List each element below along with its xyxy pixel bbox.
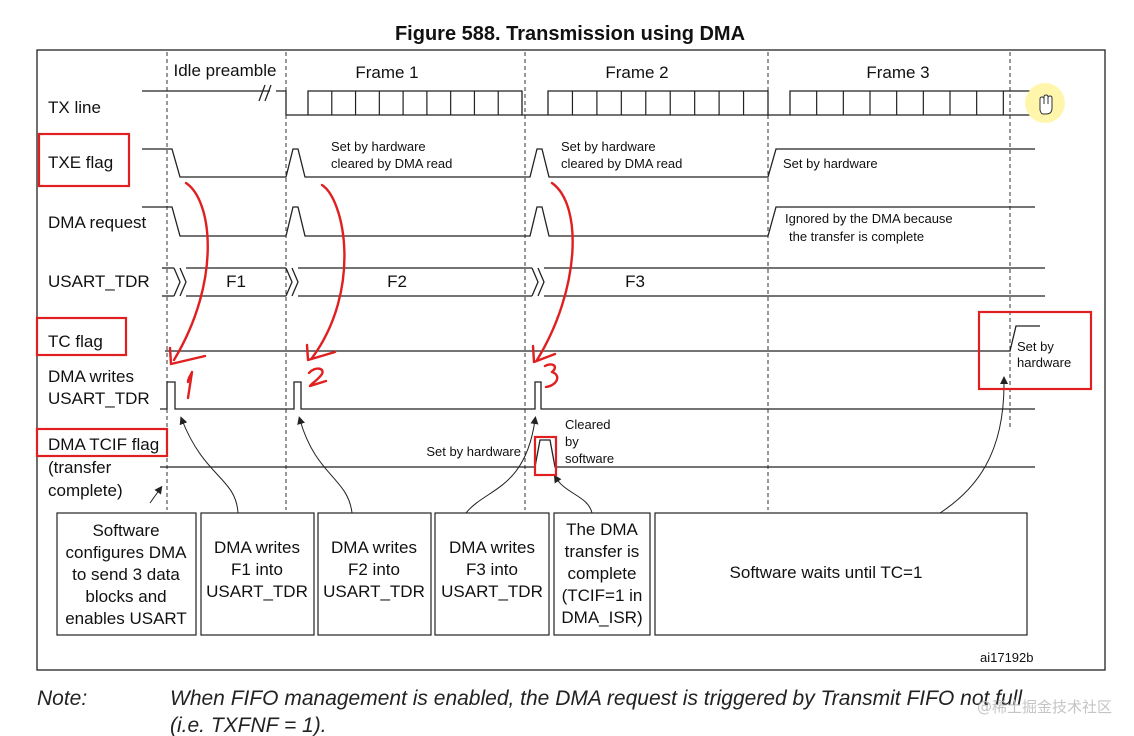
box5-line4: (TCIF=1 in bbox=[562, 586, 643, 605]
phase-label-idle: Idle preamble bbox=[173, 61, 276, 80]
signal-label-dma-writes-tdr: USART_TDR bbox=[48, 389, 150, 408]
txe-f2-set-note: Set by hardware bbox=[561, 139, 656, 154]
box1-line2: configures DMA bbox=[66, 543, 188, 562]
usart-tdr-bus bbox=[162, 267, 1045, 297]
red-highlight-boxes bbox=[35, 132, 1093, 477]
note-line2: (i.e. TXFNF = 1). bbox=[170, 714, 327, 736]
dma-request-waveform bbox=[142, 206, 1035, 237]
hand-mark-3 bbox=[543, 363, 559, 389]
box5-line1: The DMA bbox=[566, 520, 638, 539]
tdr-value-f3: F3 bbox=[625, 272, 645, 291]
signal-label-tx-line: TX line bbox=[48, 98, 101, 117]
hand-mark-2 bbox=[307, 367, 328, 388]
box5-line5: DMA_ISR) bbox=[561, 608, 642, 627]
tcif-cleared-note: Cleared bbox=[565, 417, 611, 432]
box5-line2: transfer is bbox=[565, 542, 640, 561]
txe-f1-set-note: Set by hardware bbox=[331, 139, 426, 154]
highlight-tc-set bbox=[977, 310, 1093, 391]
figure-id: ai17192b bbox=[980, 650, 1034, 665]
step-box-complete bbox=[553, 512, 651, 636]
signal-label-tc-flag: TC flag bbox=[48, 332, 103, 351]
tcif-cleared-note-2: by bbox=[565, 434, 579, 449]
box1-line4: blocks and bbox=[85, 587, 166, 606]
signal-label-dma-writes: DMA writes bbox=[48, 367, 134, 386]
tc-flag-waveform bbox=[165, 325, 1040, 352]
step-boxes bbox=[56, 512, 1028, 636]
box4-line1: DMA writes bbox=[449, 538, 535, 557]
signal-label-tcif-3: complete) bbox=[48, 481, 123, 500]
tx-line-waveform bbox=[142, 84, 1030, 116]
tcif-set-note: Set by hardware bbox=[426, 444, 521, 459]
signal-label-tcif: DMA TCIF flag bbox=[48, 435, 159, 454]
step-box-configure bbox=[56, 512, 197, 636]
dma-ignored-note: Ignored by the DMA because bbox=[785, 211, 953, 226]
dma-writes-waveform bbox=[160, 381, 1035, 410]
box5-line3: complete bbox=[568, 564, 637, 583]
highlight-tc-flag bbox=[35, 316, 128, 357]
hand-mark-1 bbox=[186, 370, 194, 400]
hand-cursor-icon bbox=[1025, 83, 1065, 123]
highlight-tcif-flag bbox=[35, 427, 169, 458]
box1-line1: Software bbox=[92, 521, 159, 540]
box3-line1: DMA writes bbox=[331, 538, 417, 557]
tc-set-note: Set by bbox=[1017, 339, 1054, 354]
box2-line2: F1 into bbox=[231, 560, 283, 579]
red-hand-arrows bbox=[168, 181, 574, 366]
highlight-txe-flag bbox=[37, 132, 131, 188]
highlight-tcif-pulse bbox=[533, 435, 558, 477]
signal-label-tcif-2: (transfer bbox=[48, 458, 112, 477]
figure-title: Figure 588. Transmission using DMA bbox=[395, 23, 745, 45]
box1-line3: to send 3 data bbox=[72, 565, 180, 584]
tdr-value-f2: F2 bbox=[387, 272, 407, 291]
note-line1: When FIFO management is enabled, the DMA… bbox=[170, 687, 1023, 710]
phase-dividers bbox=[166, 52, 1011, 510]
tc-set-note-2: hardware bbox=[1017, 355, 1071, 370]
tcif-cleared-note-3: software bbox=[565, 451, 614, 466]
box2-line1: DMA writes bbox=[214, 538, 300, 557]
box3-line3: USART_TDR bbox=[323, 582, 425, 601]
figure-frame bbox=[36, 49, 1106, 671]
txe-f2-clear-note: cleared by DMA read bbox=[561, 156, 682, 171]
step-box-wait-tc bbox=[654, 512, 1028, 636]
phase-label-frame1: Frame 1 bbox=[355, 63, 418, 82]
signal-label-txe-flag: TXE flag bbox=[48, 153, 113, 172]
box3-line2: F2 into bbox=[348, 560, 400, 579]
phase-label-frame3: Frame 3 bbox=[866, 63, 929, 82]
box2-line3: USART_TDR bbox=[206, 582, 308, 601]
watermark: @稀土掘金技术社区 bbox=[977, 698, 1112, 716]
box1-line5: enables USART bbox=[65, 609, 187, 628]
phase-label-frame2: Frame 2 bbox=[605, 63, 668, 82]
signal-label-usart-tdr: USART_TDR bbox=[48, 272, 150, 291]
txe-f3-set-note: Set by hardware bbox=[783, 156, 878, 171]
event-arrows bbox=[149, 376, 1009, 514]
step-box-f3 bbox=[434, 512, 550, 636]
box4-line3: USART_TDR bbox=[441, 582, 543, 601]
dma-ignored-note-2: the transfer is complete bbox=[789, 229, 924, 244]
signal-label-dma-request: DMA request bbox=[48, 213, 147, 232]
note-label: Note: bbox=[37, 687, 87, 710]
red-handwritten-numbers bbox=[186, 363, 559, 400]
tdr-value-f1: F1 bbox=[226, 272, 246, 291]
tcif-flag-waveform bbox=[160, 439, 1035, 468]
txe-f1-clear-note: cleared by DMA read bbox=[331, 156, 452, 171]
txe-flag-waveform bbox=[142, 148, 1035, 178]
box6-line1: Software waits until TC=1 bbox=[730, 563, 923, 582]
box4-line2: F3 into bbox=[466, 560, 518, 579]
step-box-f2 bbox=[317, 512, 432, 636]
step-box-f1 bbox=[200, 512, 315, 636]
